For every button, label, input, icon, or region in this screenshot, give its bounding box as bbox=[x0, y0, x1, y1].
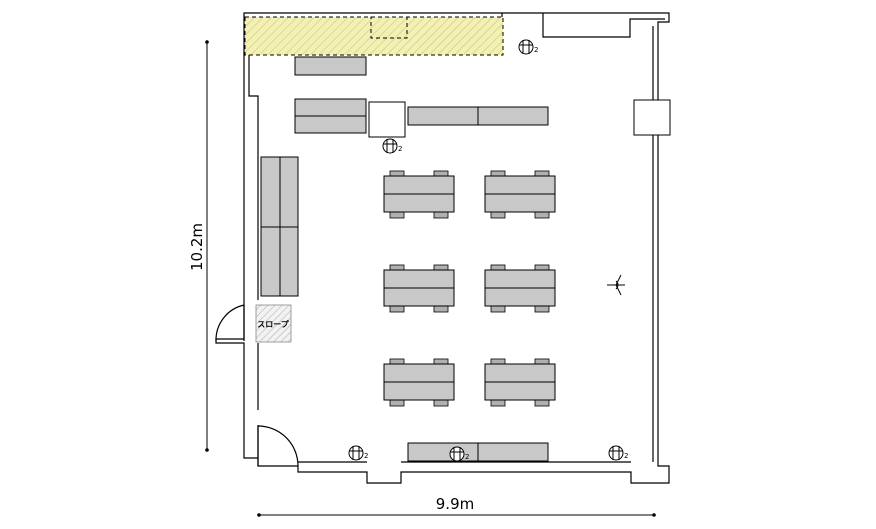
shelf-left-3 bbox=[260, 226, 281, 297]
outlet-bottom-center: 2 bbox=[449, 446, 469, 462]
pillar-center bbox=[368, 101, 406, 138]
outlet-label: 2 bbox=[624, 452, 628, 460]
chair bbox=[433, 399, 449, 407]
chair bbox=[534, 305, 550, 313]
counter-bottom-right bbox=[477, 442, 549, 462]
desk bbox=[484, 193, 556, 213]
outlet-label: 2 bbox=[465, 453, 469, 461]
ceiling-fixture-icon bbox=[607, 274, 625, 296]
chair bbox=[490, 211, 506, 219]
desk bbox=[383, 269, 455, 289]
table-group bbox=[484, 170, 556, 219]
ramp-label: スロープ bbox=[257, 319, 290, 329]
shelf-left-1 bbox=[260, 156, 281, 228]
desk bbox=[484, 287, 556, 307]
chair bbox=[389, 211, 405, 219]
desk bbox=[484, 381, 556, 401]
room-inner-wall bbox=[248, 18, 665, 463]
table-groups bbox=[383, 170, 556, 407]
outlet-bottom-left: 2 bbox=[348, 445, 368, 461]
chair bbox=[490, 399, 506, 407]
storage-area bbox=[244, 16, 504, 56]
outlet-label: 2 bbox=[398, 145, 402, 153]
desk bbox=[383, 287, 455, 307]
chair bbox=[534, 211, 550, 219]
outlet-label: 2 bbox=[534, 46, 538, 54]
chair bbox=[534, 399, 550, 407]
desk bbox=[484, 175, 556, 195]
table-group bbox=[383, 264, 455, 313]
chair bbox=[490, 305, 506, 313]
outlet-top-right: 2 bbox=[518, 39, 538, 55]
chair bbox=[433, 305, 449, 313]
room-outer-wall bbox=[215, 12, 670, 484]
outlet-label: 2 bbox=[364, 452, 368, 460]
desk bbox=[383, 175, 455, 195]
pillar-right bbox=[633, 99, 671, 136]
table-group bbox=[484, 264, 556, 313]
chair bbox=[389, 399, 405, 407]
width-dimension: 9.9m bbox=[257, 495, 656, 517]
height-label: 10.2m bbox=[188, 223, 206, 271]
desk bbox=[383, 363, 455, 383]
desk bbox=[383, 381, 455, 401]
desk bbox=[484, 363, 556, 383]
outlet-center-top: 2 bbox=[382, 138, 402, 154]
shelf-left-2 bbox=[279, 156, 299, 228]
width-label: 9.9m bbox=[436, 495, 474, 513]
counter-long-left bbox=[407, 106, 479, 126]
chair bbox=[433, 211, 449, 219]
table-group bbox=[383, 358, 455, 407]
door-left-swing[interactable] bbox=[215, 304, 245, 342]
counter-lower bbox=[294, 115, 367, 134]
storage-inner-box bbox=[370, 16, 408, 39]
counter-top bbox=[294, 56, 367, 76]
outlet-bottom-right: 2 bbox=[608, 445, 628, 461]
chair bbox=[389, 305, 405, 313]
height-dimension: 10.2m bbox=[188, 40, 209, 452]
counter-long-right bbox=[477, 106, 549, 126]
ramp bbox=[255, 304, 292, 343]
desk bbox=[484, 269, 556, 289]
table-group bbox=[484, 358, 556, 407]
table-group bbox=[383, 170, 455, 219]
desk bbox=[383, 193, 455, 213]
shelf-left-4 bbox=[279, 226, 299, 297]
door-bottom-swing[interactable] bbox=[257, 425, 299, 467]
counter-upper bbox=[294, 98, 367, 117]
